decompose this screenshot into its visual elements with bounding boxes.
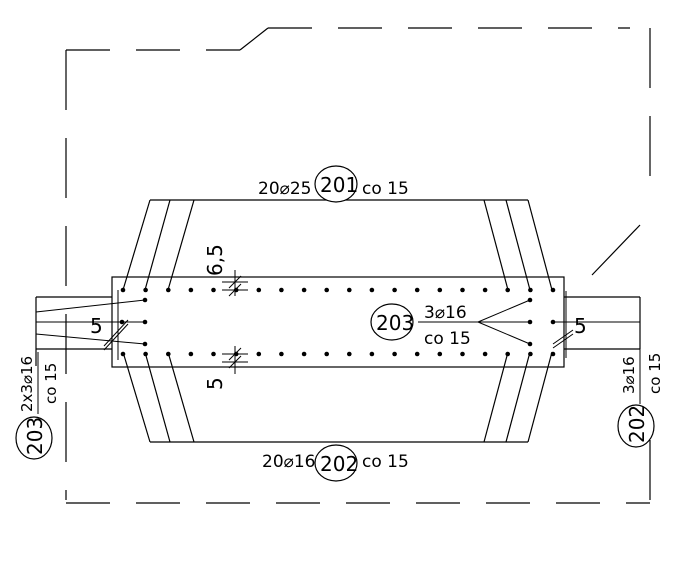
bottom-bar-mark-circle: [314, 444, 358, 482]
rebar-dot: [527, 319, 533, 325]
rebar-dot: [550, 351, 556, 357]
bottom-bent-bars: [122, 351, 553, 443]
rebar-dot: [392, 351, 397, 357]
top-bar-label: 20⌀25 201 co 15: [258, 165, 409, 203]
rebar-dot: [482, 351, 488, 357]
rebar-dot: [256, 351, 262, 357]
rebar-dot: [324, 351, 330, 357]
bottom-bar-count: 20⌀16: [262, 452, 316, 472]
outer-dashed-boundary: [65, 27, 651, 504]
rebar-dot: [347, 351, 352, 357]
rebar-dot: [324, 287, 330, 293]
rebar-dot: [528, 287, 533, 293]
rebar-dot: [437, 351, 443, 357]
side-rebar-dots: [119, 297, 556, 347]
rebar-dot: [166, 287, 171, 293]
top-bar-count: 20⌀25: [258, 179, 312, 199]
rebar-dot: [392, 287, 397, 293]
left-side-label: 203 2x3⌀16 co 15: [15, 352, 60, 460]
rebar-dot: [142, 319, 148, 325]
right-mark-circle: [617, 404, 655, 448]
rebar-dot: [142, 297, 148, 303]
rebar-dot: [211, 287, 216, 293]
rebar-dot: [527, 341, 533, 347]
rebar-dot: [414, 351, 420, 357]
dim-left: 5: [90, 314, 103, 338]
stirrup-count: 3⌀16: [424, 303, 467, 323]
top-bar-spacing: co 15: [362, 179, 409, 199]
rebar-dot: [211, 351, 216, 357]
bottom-rebar-row: [120, 351, 556, 357]
right-spacing: co 15: [646, 353, 664, 394]
rebar-dot: [119, 319, 125, 325]
top-bar-mark: 201: [320, 173, 358, 197]
bottom-bar-spacing: co 15: [362, 452, 409, 472]
rebar-dot: [505, 351, 511, 357]
right-mark: 202: [625, 405, 649, 443]
rebar-dot: [528, 351, 533, 357]
top-cover-dimension: 6,5: [203, 244, 248, 297]
top-bar-mark-circle: [314, 165, 358, 203]
rebar-dot: [437, 287, 443, 293]
left-side-bars: [35, 290, 146, 366]
rebar-dot: [369, 287, 375, 293]
rebar-dot: [460, 351, 465, 357]
rebar-dot: [369, 351, 375, 357]
left-mark: 203: [23, 417, 47, 455]
rebar-dot: [414, 287, 420, 293]
rebar-dot: [550, 319, 556, 325]
rebar-dot: [256, 287, 262, 293]
top-rebar-row: [120, 287, 556, 293]
bottom-bar-mark: 202: [320, 452, 358, 476]
rebar-dot: [143, 351, 148, 357]
stirrup-spacing: co 15: [424, 329, 471, 349]
stirrup-mark: 203: [376, 311, 414, 335]
right-count: 3⌀16: [620, 356, 638, 394]
stirrup-mark-circle: [370, 303, 414, 341]
dim-bottom-cover: 5: [203, 377, 227, 390]
rebar-dot: [482, 287, 488, 293]
rebar-dot: [550, 287, 556, 293]
left-spacing: co 15: [42, 363, 60, 404]
rebar-dot: [460, 287, 465, 293]
rebar-dot: [505, 287, 511, 293]
rebar-dot: [188, 287, 194, 293]
rebar-dot: [166, 351, 171, 357]
rebar-dot: [279, 351, 284, 357]
dim-top-cover: 6,5: [203, 244, 227, 276]
rebar-dot: [347, 287, 352, 293]
rebar-dot: [301, 351, 307, 357]
rebar-dot: [120, 287, 126, 293]
dim-right: 5: [574, 314, 587, 338]
bottom-bar-label: 20⌀16 202 co 15: [262, 444, 409, 482]
rebar-dot: [120, 351, 126, 357]
left-mark-circle: [15, 416, 53, 460]
right-side-bars: [477, 291, 641, 358]
rebar-dot: [279, 287, 284, 293]
rebar-dot: [188, 351, 194, 357]
right-side-label: 202 3⌀16 co 15: [617, 349, 664, 448]
bottom-cover-dimension: 5: [203, 346, 248, 390]
rebar-dot: [143, 287, 148, 293]
rebar-dot: [301, 287, 307, 293]
rebar-dot: [142, 341, 148, 347]
stirrup-label: 203 3⌀16 co 15: [370, 303, 478, 349]
rebar-dot: [527, 297, 533, 303]
left-count: 2x3⌀16: [18, 356, 36, 412]
